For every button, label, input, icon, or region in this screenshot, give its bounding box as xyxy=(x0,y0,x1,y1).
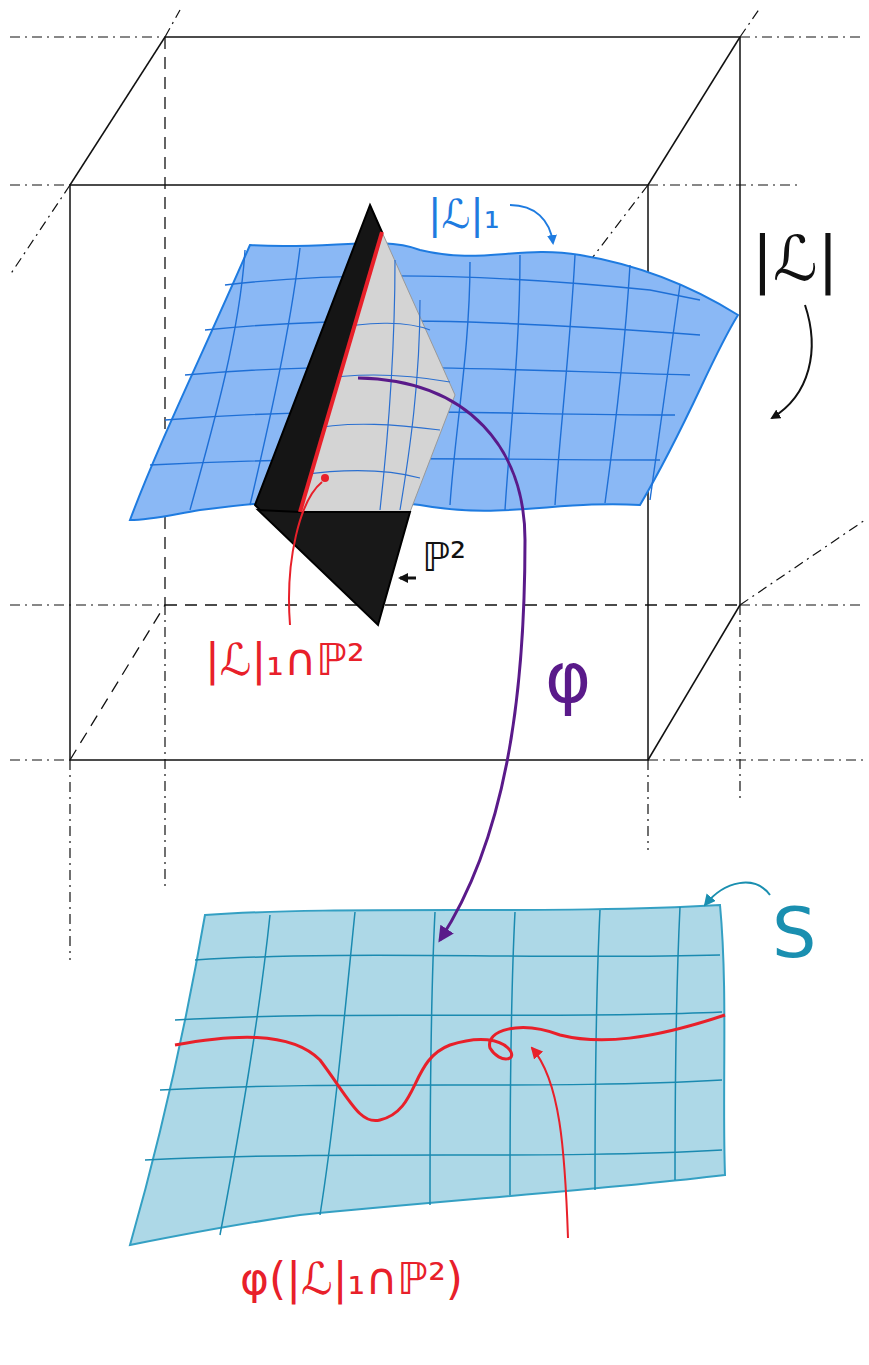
set-label: |ℒ| xyxy=(752,225,838,293)
intersection-label: |ℒ|₁∩ℙ² xyxy=(205,636,365,684)
map-label: φ xyxy=(545,640,591,717)
image-label: φ(|ℒ|₁∩ℙ²) xyxy=(240,1255,463,1303)
surface-label: S xyxy=(772,895,816,972)
plane-label: ℙ² xyxy=(422,535,466,579)
surface-label: |ℒ|₁ xyxy=(428,192,500,236)
